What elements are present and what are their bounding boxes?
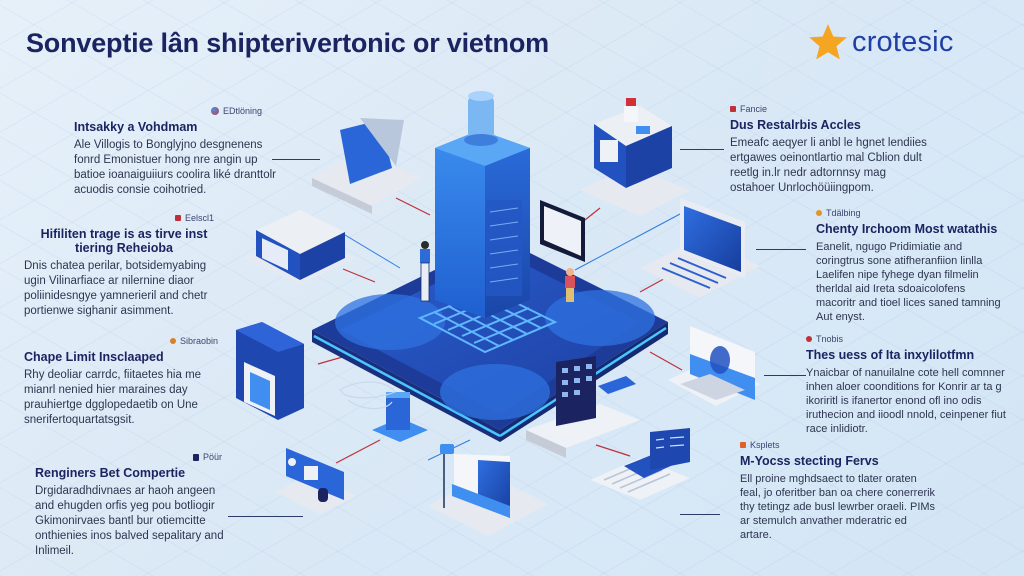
connection-line [335,439,381,464]
card-body: Dnis chatea perilar, botsidemyabing ugin… [24,260,208,317]
card-title: Hifiliten trage is as tirve inst tiering… [40,227,208,255]
keyboard-device [590,428,690,500]
lock-icon [192,453,199,461]
card-body: Ynaicbar of nanuilalne cote hell comnner… [806,367,1006,435]
card-body: Ale Villogis to Bonglyjno desgnenens fon… [74,139,277,196]
card-title: Chenty Irchoom Most watathis [816,222,998,236]
user-icon [169,338,176,344]
card-title: Intsakky a Vohdmam [74,120,198,134]
flag-icon [174,215,181,221]
laptop-device [668,326,760,406]
card-connector [764,375,806,376]
card-tag: Tdälbing [816,208,1006,218]
info-card: Sibraobin Chape Limit Insclaaped Rhy deo… [24,336,224,428]
person-figure [420,241,430,302]
card-tag: Pöür [35,452,230,462]
connection-line [649,351,683,371]
building-device [580,98,690,216]
folder-device [312,118,420,214]
card-tag: Tnobis [806,334,1006,344]
person-figure [565,268,575,302]
kiosk-device [372,392,428,442]
connection-line [574,213,681,271]
card-connector [272,159,320,160]
card-title: Renginers Bet Compertie [35,466,186,480]
wireframe-shape [339,381,396,410]
card-tag: EDtlöning [74,106,284,116]
pin-icon [806,336,812,342]
card-connector [756,249,806,250]
brand-name: crotesic [852,25,954,58]
page-title: Sonveptie lân shipterivertonic or vietno… [26,28,549,58]
info-card: Fancie Dus Restalrbis Accles Emeafc aeqy… [730,104,930,196]
info-card: Eelscl1 Hifiliten trage is as tirve inst… [24,213,224,319]
star-icon [809,24,847,60]
warning-icon [816,210,822,216]
bolt-icon [740,442,746,448]
card-title: Thes uess of Ita inxylilotfmn [806,348,975,362]
connection-line [395,197,431,216]
connection-line [339,231,401,269]
globe-icon [210,107,219,115]
brand-logo[interactable]: crotesic [808,22,954,62]
laptop-device [640,198,760,298]
card-connector [680,514,720,515]
card-title: Chape Limit Insclaaped [24,350,164,364]
card-body: Emeafc aeqyer li anbl le hgnet lendiies … [730,137,927,194]
building-icon [730,106,736,112]
card-tag: Eelscl1 [24,213,224,223]
card-title: Dus Restalrbis Accles [730,118,861,132]
storage-device [244,210,356,284]
card-connector [680,149,724,150]
card-tag: Sibraobin [24,336,224,346]
info-card: Pöür Renginers Bet Compertie Drgidaradhd… [35,452,230,559]
card-tag: Fancie [730,104,930,114]
info-card: Tdälbing Chenty Irchoom Most watathis Ea… [816,208,1006,324]
monitor-display [540,200,585,262]
card-body: Drgidaradhdivnaes ar haoh angeen and ehu… [35,485,224,557]
info-card: EDtlöning Intsakky a Vohdmam Ale Villogi… [74,106,284,198]
connection-line [342,268,376,283]
server-tower [435,91,530,318]
card-connector [228,516,303,517]
tablet-device [526,356,640,458]
card-tag: Ksplets [740,440,940,450]
cabinet-device [236,322,304,420]
connection-line [595,444,631,457]
info-card: Ksplets M-Yocss stecting Fervs Ell proin… [740,440,940,542]
card-body: Eanelit, ngugo Pridimiatie and coringtru… [816,241,1001,323]
info-card: Tnobis Thes uess of Ita inxylilotfmn Yna… [806,334,1006,436]
terminal-device [276,448,356,514]
card-title: M-Yocss stecting Fervs [740,454,879,468]
card-body: Ell proine mghdsaect to tlater oraten fe… [740,473,936,541]
card-body: Rhy deoliar carrdc, fiitaetes hia me mia… [24,369,202,426]
document-device [428,444,548,536]
